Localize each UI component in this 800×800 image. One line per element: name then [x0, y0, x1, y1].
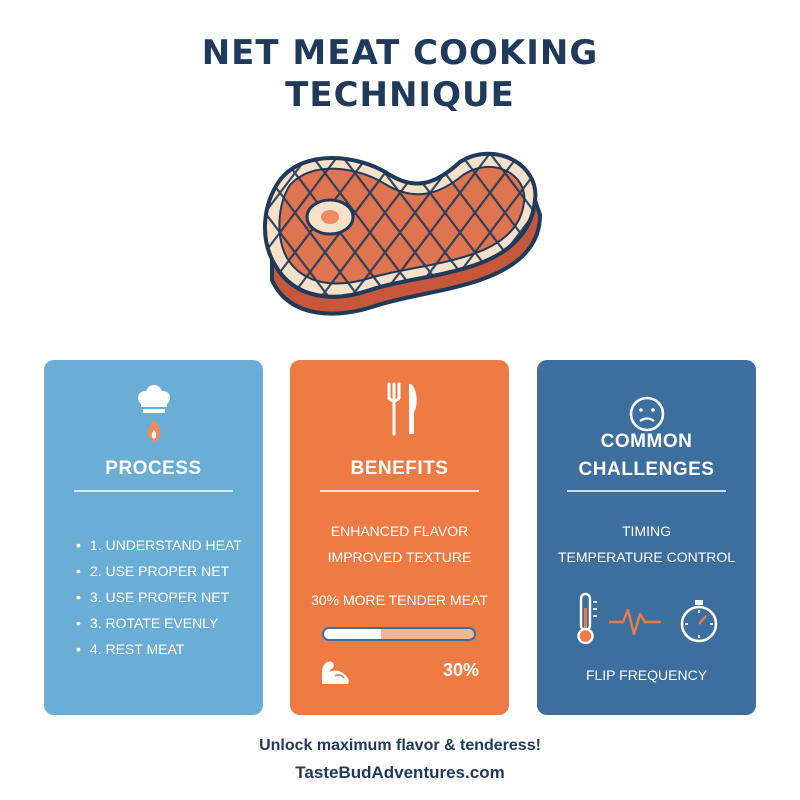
- benefits-divider: [320, 490, 479, 492]
- website-link[interactable]: TasteBudAdventures.com: [295, 763, 505, 782]
- title-line-1: NET MEAT COOKING: [201, 33, 599, 73]
- list-item: 3. USE PROPER NET: [76, 584, 242, 610]
- tagline: Unlock maximum flavor & tenderess!: [259, 737, 541, 754]
- title-line-2: TECHNIQUE: [285, 75, 515, 115]
- challenges-heading: COMMON CHALLENGES: [537, 428, 756, 484]
- page-title: NET MEAT COOKING TECHNIQUE: [0, 32, 800, 116]
- stopwatch-icon: [680, 600, 718, 643]
- tenderness-progress-fill: [324, 629, 381, 639]
- percent-value: 30%: [442, 660, 479, 680]
- steak-icon: [263, 151, 542, 316]
- challenge-icons-row: [577, 592, 718, 645]
- benefits-card: BENEFITS ENHANCED FLAVOR IMPROVED TEXTUR…: [290, 360, 509, 715]
- benefit-item: ENHANCED FLAVOR: [330, 523, 469, 539]
- benefit-stat-label: 30% MORE TENDER MEAT: [311, 592, 488, 608]
- challenges-heading-line-1: COMMON: [600, 431, 693, 452]
- heartbeat-icon: [609, 608, 661, 636]
- challenge-item: FLIP FREQUENCY: [585, 667, 708, 683]
- list-item: 2. USE PROPER NET: [76, 558, 242, 584]
- process-card: PROCESS 1. UNDERSTAND HEAT 2. USE PROPER…: [44, 360, 263, 715]
- flexed-arm-icon: [322, 661, 349, 684]
- fork-knife-icon: [387, 382, 417, 436]
- challenge-item: TEMPERATURE CONTROL: [557, 549, 736, 565]
- chef-hat-flame-icon: [138, 385, 170, 442]
- challenges-card: COMMON CHALLENGES TIMING TEMPERATURE CON…: [537, 360, 756, 715]
- process-heading: PROCESS: [105, 458, 202, 479]
- thermometer-icon: [577, 592, 597, 645]
- process-divider: [74, 490, 233, 492]
- worried-face-icon: [629, 396, 665, 432]
- challenge-item: TIMING: [622, 523, 671, 539]
- challenges-heading-line-2: CHALLENGES: [578, 459, 715, 480]
- benefits-heading: BENEFITS: [350, 458, 449, 479]
- process-steps-list: 1. UNDERSTAND HEAT 2. USE PROPER NET 3. …: [76, 532, 242, 662]
- list-item: 3. ROTATE EVENLY: [76, 610, 242, 636]
- tenderness-progress-bar: [322, 627, 476, 641]
- benefit-item: IMPROVED TEXTURE: [327, 549, 472, 565]
- challenges-divider: [567, 490, 726, 492]
- list-item: 1. UNDERSTAND HEAT: [76, 532, 242, 558]
- list-item: 4. REST MEAT: [76, 636, 242, 662]
